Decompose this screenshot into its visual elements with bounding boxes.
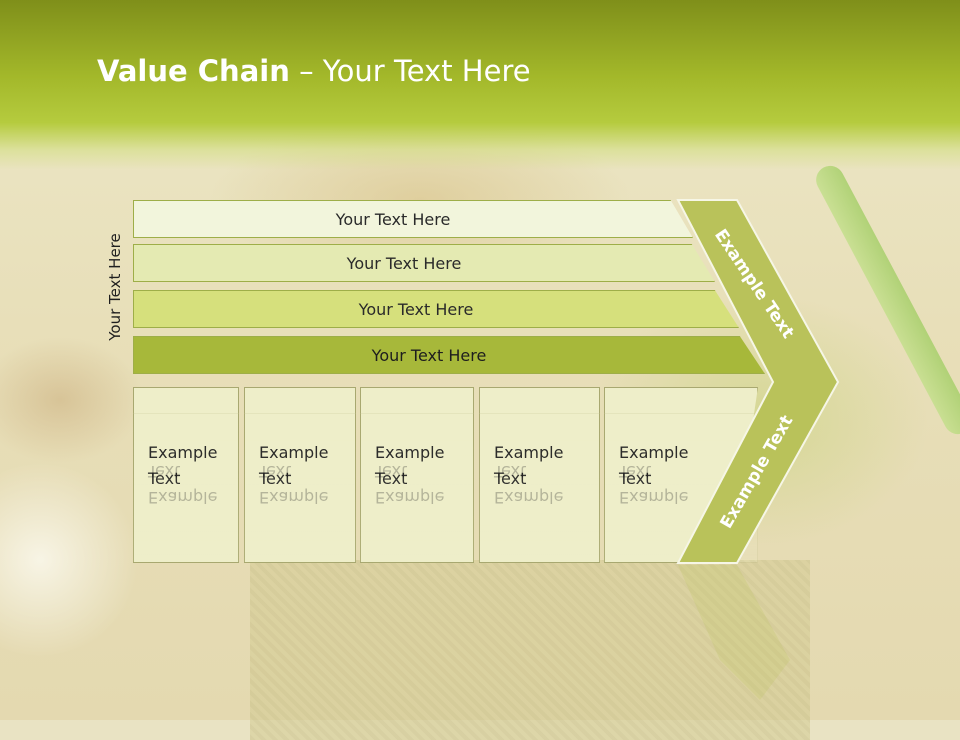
activity-box-5-label: Example Text — [619, 443, 689, 488]
slide-title-bold: Value Chain — [97, 54, 290, 88]
band-3: Your Text Here — [133, 290, 739, 328]
activity-box-3-label: Example Text — [375, 443, 445, 488]
activity-box-2-label: Example Text — [259, 443, 329, 488]
activity-box-4: Example Text — [479, 387, 600, 563]
chevron-arrow — [676, 199, 840, 700]
band-4: Your Text Here — [133, 336, 765, 374]
activity-box-2: Example Text — [244, 387, 356, 563]
slide-title-rest: – Your Text Here — [289, 54, 531, 88]
activity-box-4-label: Example Text — [494, 443, 564, 488]
slide-title: Value Chain – Your Text Here — [97, 54, 531, 88]
chevron-arrow-shape — [676, 199, 840, 564]
band-4-label: Your Text Here — [371, 345, 487, 365]
band-2-label: Your Text Here — [346, 253, 462, 273]
chevron-arrow-reflection — [678, 565, 790, 700]
placemat-decoration — [250, 560, 810, 740]
activity-box-3: Example Text — [360, 387, 474, 563]
activity-box-1: Example Text — [133, 387, 239, 563]
header-bar — [0, 0, 960, 170]
band-1-label: Your Text Here — [335, 209, 451, 229]
band-2: Your Text Here — [133, 244, 715, 282]
band-1: Your Text Here — [133, 200, 693, 238]
activity-box-1-label: Example Text — [148, 443, 218, 488]
band-3-label: Your Text Here — [358, 299, 474, 319]
